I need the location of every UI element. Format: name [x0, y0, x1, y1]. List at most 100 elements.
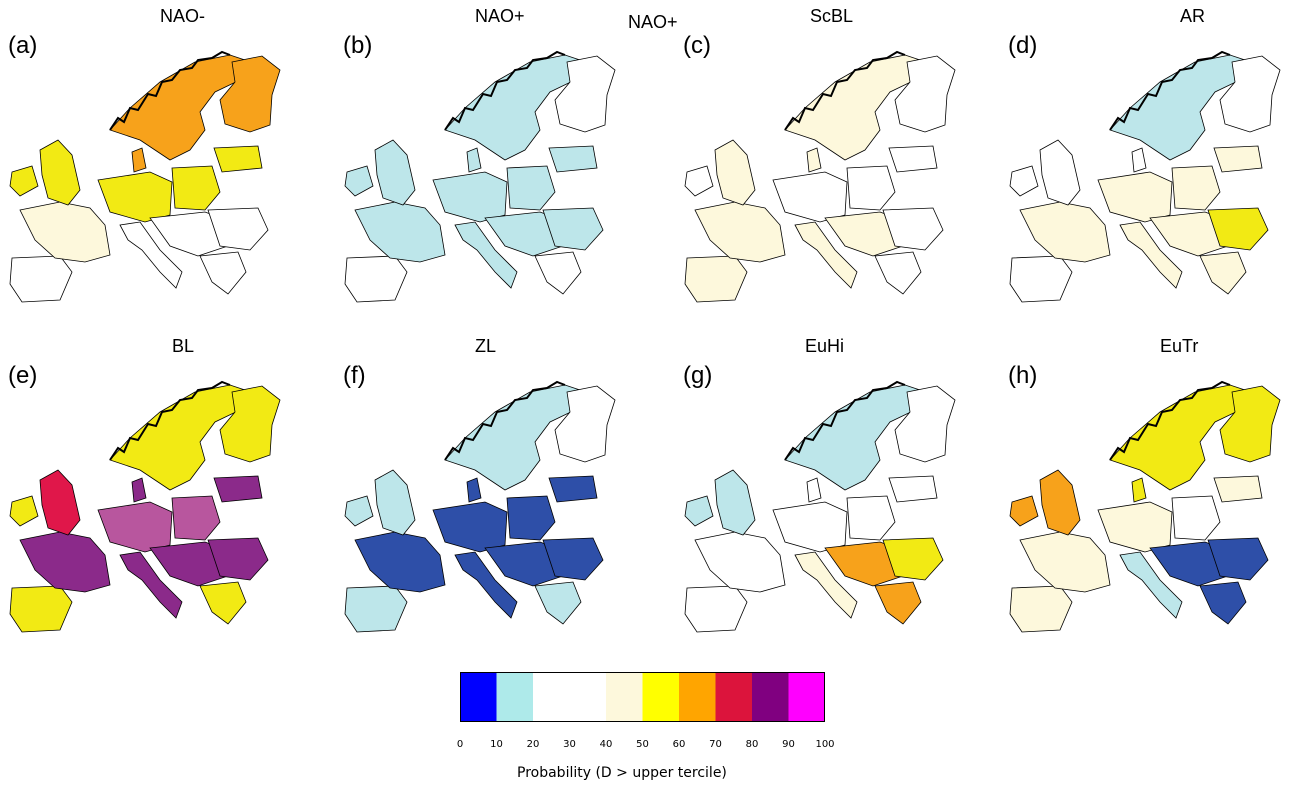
- region-finland: [1219, 55, 1281, 133]
- region-westeu: [694, 531, 786, 593]
- region-scand: [1109, 384, 1246, 491]
- colorbar-tick-label: 0: [456, 739, 464, 750]
- region-greece: [534, 251, 582, 295]
- europe-map: [684, 50, 956, 303]
- colorbar: [460, 672, 825, 722]
- colorbar-tick-label: 50: [636, 739, 649, 750]
- panel-title: AR: [1180, 6, 1206, 26]
- region-iberia: [684, 585, 748, 633]
- region-baltics: [888, 475, 938, 503]
- map-panel-e: (e) BL: [0, 330, 320, 650]
- region-scand: [784, 54, 921, 161]
- region-ireland: [684, 495, 714, 527]
- panel-label: (e): [8, 362, 38, 389]
- region-poland: [171, 165, 221, 211]
- norway-coastline: [784, 50, 906, 131]
- panel-label: (h): [1008, 362, 1038, 389]
- colorbar-bin: [606, 672, 643, 722]
- colorbar-bin: [642, 672, 679, 722]
- panel-label: (a): [8, 32, 38, 59]
- colorbar-tick-label: 90: [782, 739, 795, 750]
- region-romania: [542, 207, 604, 251]
- region-poland: [846, 165, 896, 211]
- region-centraleu: [772, 171, 848, 223]
- region-centraleu: [1097, 171, 1173, 223]
- region-iberia: [9, 585, 73, 633]
- region-iberia: [684, 255, 748, 303]
- region-italy: [119, 551, 183, 619]
- region-iberia: [9, 255, 73, 303]
- region-baltics: [548, 475, 598, 503]
- region-greece: [874, 251, 922, 295]
- map-panel-f: (f)ZL: [335, 330, 655, 650]
- region-iberia: [1009, 585, 1073, 633]
- panel-label: (f): [343, 362, 366, 389]
- region-ireland: [1009, 165, 1039, 197]
- region-iberia: [344, 255, 408, 303]
- panel-title: BL: [172, 336, 195, 356]
- colorbar-tick-label: 80: [745, 739, 759, 750]
- colorbar-bin: [788, 672, 825, 722]
- colorbar-tick-label: 10: [490, 739, 503, 750]
- region-scand: [109, 384, 246, 491]
- europe-map: [344, 380, 616, 633]
- region-scand: [109, 54, 246, 161]
- europe-map: [9, 380, 281, 633]
- norway-coastline: [784, 380, 906, 461]
- region-uk: [1039, 469, 1081, 536]
- region-scand: [444, 54, 581, 161]
- panel-title: NAO-: [160, 6, 205, 26]
- region-poland: [506, 165, 556, 211]
- region-scand: [1109, 54, 1246, 161]
- region-scand: [784, 384, 921, 491]
- region-poland: [171, 495, 221, 541]
- europe-map: [9, 50, 281, 303]
- region-finland: [1219, 385, 1281, 463]
- region-iberia: [1009, 255, 1073, 303]
- region-westeu: [354, 531, 446, 593]
- norway-coastline: [109, 380, 231, 461]
- region-italy: [1119, 551, 1183, 619]
- region-centraleu: [97, 501, 173, 553]
- region-baltics: [213, 475, 263, 503]
- region-denmark: [1131, 477, 1147, 503]
- region-uk: [1039, 139, 1081, 206]
- region-uk: [374, 469, 416, 536]
- map-panel-g: (g)EuHi: [675, 330, 995, 650]
- region-baltics: [888, 145, 938, 173]
- region-uk: [714, 139, 756, 206]
- region-finland: [219, 55, 281, 133]
- panel-label: (g): [683, 362, 713, 389]
- region-poland: [506, 495, 556, 541]
- region-baltics: [548, 145, 598, 173]
- region-uk: [39, 469, 81, 536]
- region-denmark: [466, 477, 482, 503]
- colorbar-tick-label: 60: [672, 739, 686, 750]
- region-denmark: [131, 147, 147, 173]
- region-ireland: [9, 495, 39, 527]
- colorbar-tick-label: 30: [563, 739, 576, 750]
- region-denmark: [466, 147, 482, 173]
- region-denmark: [806, 147, 822, 173]
- panel-label: (b): [343, 32, 373, 59]
- region-uk: [39, 139, 81, 206]
- region-finland: [554, 385, 616, 463]
- region-romania: [207, 207, 269, 251]
- colorbar-tick-label: 70: [709, 739, 722, 750]
- region-ireland: [9, 165, 39, 197]
- region-westeu: [1019, 201, 1111, 263]
- colorbar-bin: [496, 672, 533, 722]
- region-baltics: [1213, 145, 1263, 173]
- region-iberia: [344, 585, 408, 633]
- region-italy: [1119, 221, 1183, 289]
- region-ireland: [684, 165, 714, 197]
- europe-map: [344, 50, 616, 303]
- colorbar-tick-label: 100: [815, 739, 835, 750]
- region-centraleu: [772, 501, 848, 553]
- map-panel-d: (d)AR: [1000, 0, 1292, 320]
- region-greece: [874, 581, 922, 625]
- region-italy: [454, 221, 518, 289]
- colorbar-bin: [533, 672, 606, 722]
- map-panel-c: (c)ScBL: [675, 0, 995, 320]
- region-centraleu: [97, 171, 173, 223]
